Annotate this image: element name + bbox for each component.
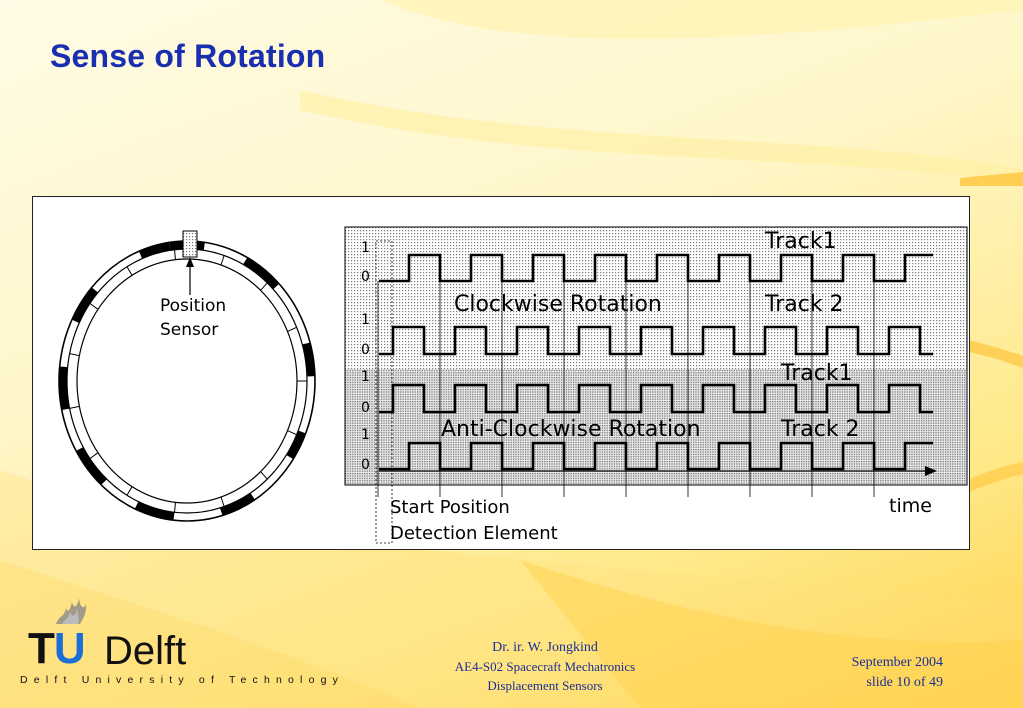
cw-track1-label: Track1	[764, 229, 837, 254]
ring-inner-tick	[287, 430, 297, 436]
logo-tu: TU	[28, 624, 86, 674]
ring-inner-tick	[126, 266, 133, 276]
logo-u: U	[53, 624, 86, 673]
position-sensor-marker	[182, 230, 198, 258]
footer-right: September 2004 slide 10 of 49	[852, 653, 943, 693]
clockwise-rotation-label: Clockwise Rotation	[454, 292, 662, 317]
ring-code-segment	[243, 257, 280, 290]
ring-code-segment	[58, 366, 70, 410]
footer-author: Dr. ir. W. Jongkind	[492, 640, 598, 655]
footer-course: AE4-S02 Spacecraft Mechatronics	[454, 659, 636, 674]
acw-t1-high-label: 1	[361, 369, 370, 385]
position-sensor: Position Sensor	[160, 230, 226, 340]
ring-code-segment	[286, 430, 306, 460]
encoder-diagram: Position Sensor 1 0 1 0 1 0 1	[32, 196, 970, 550]
tu-delft-logo: TU Delft Delft University of Technology	[20, 596, 338, 696]
position-sensor-label-line2: Sensor	[160, 320, 218, 340]
position-sensor-label-line1: Position	[160, 296, 226, 316]
start-position-label: Start Position	[390, 497, 510, 518]
ring-middle-edge	[66, 248, 308, 514]
time-ticks	[377, 281, 875, 497]
ring-inner-tick	[69, 405, 80, 409]
cw-t1-high-label: 1	[361, 240, 370, 256]
ring-code-segment	[134, 501, 175, 521]
anticlockwise-track2-waveform	[379, 441, 933, 471]
encoder-ring	[58, 240, 316, 522]
ring-code-segment	[76, 447, 107, 485]
ring-inner-tick	[220, 496, 225, 507]
time-axis-arrowhead	[925, 466, 937, 476]
slide-title: Sense of Rotation	[50, 38, 326, 74]
anticlockwise-rotation-label: Anti-Clockwise Rotation	[441, 417, 701, 442]
ring-inner-tick	[89, 302, 99, 310]
acw-t2-high-label: 1	[361, 427, 370, 443]
clockwise-panel	[345, 227, 967, 369]
cw-t1-low-label: 0	[361, 269, 370, 285]
position-sensor-arrowhead	[186, 257, 194, 267]
encoder-diagram-svg: Position Sensor 1 0 1 0 1 0 1	[58, 226, 968, 544]
logo-t: T	[28, 624, 55, 673]
ring-inner-tick	[89, 452, 99, 460]
acw-track2-label: Track 2	[780, 417, 860, 442]
ring-inner-tick	[69, 353, 80, 357]
ring-code-segment	[138, 242, 171, 259]
clockwise-track1-waveform	[379, 253, 933, 283]
flame-icon	[56, 598, 87, 624]
ring-inner-tick	[220, 255, 225, 266]
logo-tu-text: TU	[28, 624, 86, 673]
logo-subtitle: Delft University of Technology	[20, 674, 345, 686]
ring-code-segment	[71, 287, 99, 324]
ring-inner-tick	[260, 471, 268, 480]
ring-inner-tick	[174, 502, 176, 513]
ring-code-segment	[219, 492, 255, 516]
logo-delft: Delft	[104, 629, 187, 673]
ring-code-segment	[302, 342, 315, 377]
cw-track2-label: Track 2	[764, 292, 844, 317]
acw-track1-label: Track1	[780, 361, 853, 386]
ring-inner-tick	[260, 282, 268, 291]
detection-element-label: Detection Element	[390, 523, 558, 544]
acw-t1-low-label: 0	[361, 400, 370, 416]
cw-t2-high-label: 1	[361, 312, 370, 328]
waveforms	[379, 253, 933, 471]
timing-frame	[344, 226, 968, 486]
level-labels: 1 0 1 0 1 0 1 0	[361, 240, 370, 473]
ring-code-segments	[58, 240, 315, 521]
footer-topic: Displacement Sensors	[487, 678, 603, 693]
acw-t2-low-label: 0	[361, 457, 370, 473]
cw-t2-low-label: 0	[361, 342, 370, 358]
footer-center: Dr. ir. W. Jongkind AE4-S02 Spacecraft M…	[400, 638, 690, 695]
ring-inner-tick	[174, 249, 176, 260]
ring-inner-tick	[287, 326, 297, 332]
footer-slide-number: slide 10 of 49	[866, 675, 943, 690]
ring-inner-tick	[126, 486, 133, 496]
start-position-marker	[375, 240, 393, 544]
time-label: time	[889, 495, 932, 517]
anticlockwise-track1-waveform	[379, 383, 933, 414]
footer-date: September 2004	[851, 655, 943, 670]
clockwise-track2-waveform	[379, 325, 933, 356]
